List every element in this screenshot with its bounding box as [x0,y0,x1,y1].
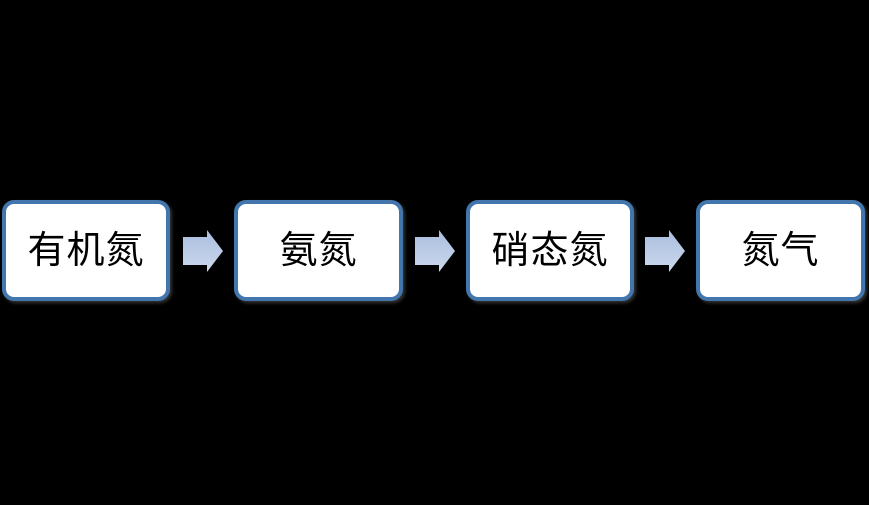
flow-node-label: 氮气 [741,227,820,272]
flow-node-ammonia-nitrogen: 氨氮 [234,200,403,301]
arrow-right-icon [183,230,223,272]
arrow-right-icon [415,230,455,272]
flow-node-label: 氨氮 [279,227,358,272]
flow-node-nitrogen-gas: 氮气 [696,200,865,301]
flow-node-nitrate-nitrogen: 硝态氮 [466,200,634,301]
arrow-right-icon [645,230,685,272]
flow-node-organic-nitrogen: 有机氮 [2,200,170,301]
flow-node-label: 硝态氮 [491,227,609,272]
flow-node-label: 有机氮 [27,227,145,272]
